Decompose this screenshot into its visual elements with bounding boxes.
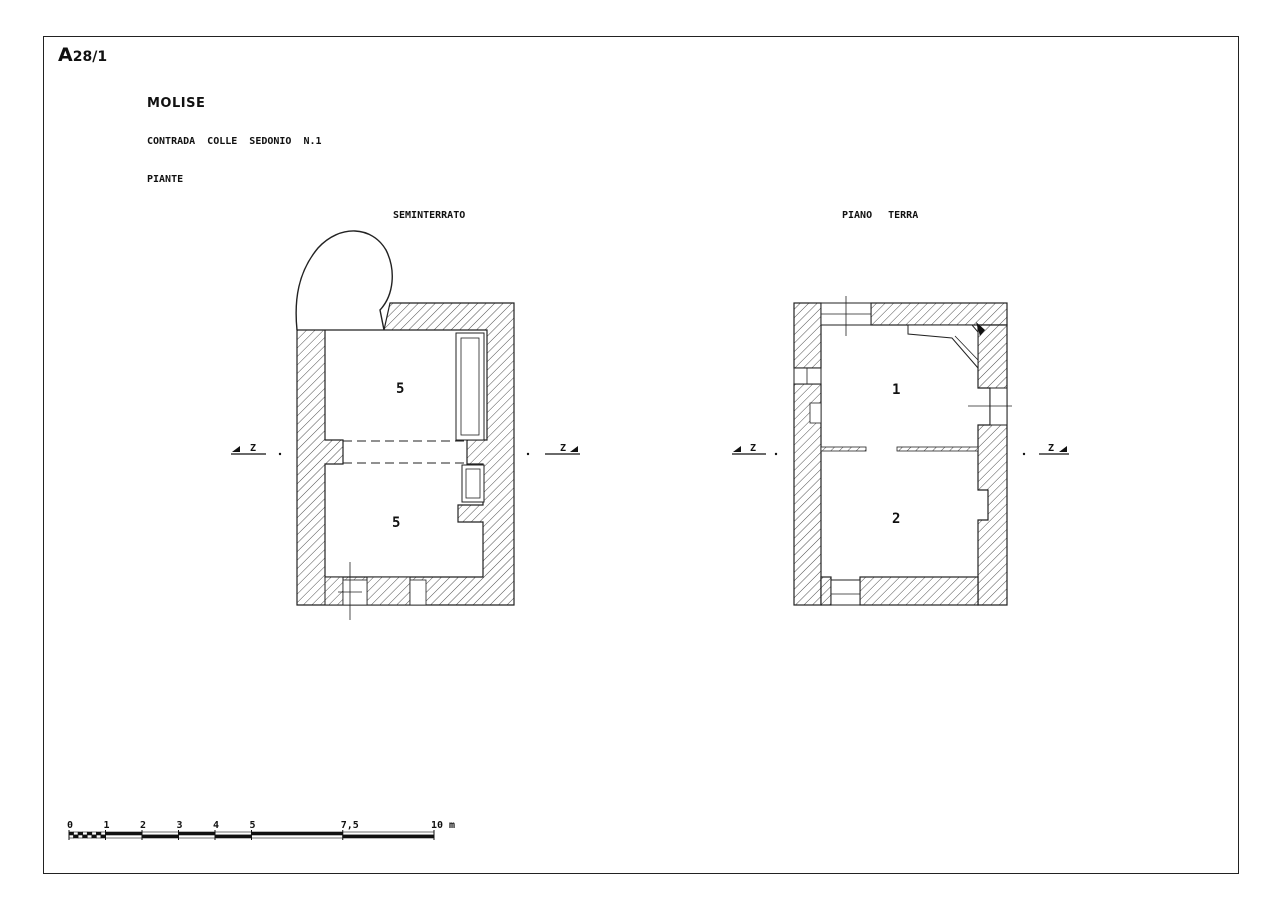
wall-piano-terra xyxy=(977,324,1008,606)
scale-segment xyxy=(96,831,102,836)
scale-bar: 0 1 2 3 4 5 7,5 10 m xyxy=(67,820,455,840)
scale-segment xyxy=(105,831,143,836)
scale-label: 4 xyxy=(213,820,219,831)
scale-segment xyxy=(251,834,344,839)
room-number: 2 xyxy=(892,511,900,527)
window xyxy=(989,387,1008,426)
scale-label: 0 xyxy=(67,820,73,831)
svg-text:Z: Z xyxy=(560,443,566,454)
door-gap xyxy=(409,579,427,606)
scale-segment xyxy=(86,831,93,836)
scale-label: 3 xyxy=(177,820,183,831)
niche xyxy=(461,464,485,503)
wall-piano-terra xyxy=(859,576,979,606)
scale-segment xyxy=(82,834,88,839)
door-gap xyxy=(342,579,368,606)
scale-segment xyxy=(91,834,97,839)
room-number: 1 xyxy=(892,382,900,398)
door-jamb xyxy=(324,576,344,606)
scale-segment xyxy=(178,834,216,839)
scale-segment xyxy=(91,831,97,836)
region-title: MOLISE xyxy=(147,96,206,111)
scale-label: 7,5 xyxy=(341,820,359,831)
niche xyxy=(465,468,481,499)
section-marker-left: Z xyxy=(231,443,282,456)
window xyxy=(793,367,822,385)
niche xyxy=(455,332,485,441)
scale-segment xyxy=(68,831,74,836)
address-line: CONTRADA COLLE SEDONIO N.1 xyxy=(147,136,322,147)
scale-segment xyxy=(141,831,179,836)
scale-segment xyxy=(100,834,106,839)
partition-wall xyxy=(820,446,867,452)
section-marker-right: Z xyxy=(1022,443,1069,456)
svg-text:Z: Z xyxy=(750,443,756,454)
scale-label: 10 m xyxy=(431,820,455,831)
niche xyxy=(460,337,480,436)
scale-segment xyxy=(105,834,143,839)
scale-segment xyxy=(77,834,83,839)
drawing-frame xyxy=(43,36,1239,874)
partition-wall xyxy=(896,446,979,452)
room-number: 5 xyxy=(392,515,400,531)
plan-title-piano-terra: PIANO TERRA xyxy=(842,210,919,221)
scale-segment xyxy=(342,831,435,836)
scale-label: 2 xyxy=(140,820,146,831)
svg-text:Z: Z xyxy=(250,443,256,454)
scale-segment xyxy=(73,834,79,839)
scale-label: 1 xyxy=(104,820,110,831)
scale-segment xyxy=(178,831,216,836)
section-marker-left: Z xyxy=(732,443,778,456)
scale-segment xyxy=(141,834,179,839)
wall-piano-terra xyxy=(793,302,822,369)
room-number: 5 xyxy=(396,381,404,397)
svg-text:Z: Z xyxy=(1048,443,1054,454)
scale-segment xyxy=(73,831,79,836)
scale-segment xyxy=(342,834,435,839)
scale-label: 5 xyxy=(250,820,256,831)
plan-piano-terra: 1 2 Z Z xyxy=(732,296,1069,606)
plan-seminterrato: 5 5 Z Z xyxy=(231,230,580,620)
plan-title-seminterrato: SEMINTERRATO xyxy=(393,210,466,221)
scale-segment xyxy=(251,831,344,836)
drawing-subject: PIANTE xyxy=(147,174,184,185)
scale-segment xyxy=(96,834,102,839)
wall-piano-terra xyxy=(870,302,1008,326)
scale-segment xyxy=(82,831,88,836)
door-jamb xyxy=(366,576,411,606)
cave-outline xyxy=(295,230,393,331)
niche xyxy=(809,402,822,424)
scale-segment xyxy=(68,834,74,839)
scale-segment xyxy=(77,831,83,836)
sheet-code: A28/1 xyxy=(58,44,108,66)
door-gap xyxy=(830,579,861,606)
fireplace xyxy=(907,324,979,370)
section-marker-right: Z xyxy=(526,443,580,456)
scale-segment xyxy=(100,831,106,836)
wall-piano-terra xyxy=(820,576,832,606)
scale-segment xyxy=(86,834,93,839)
scale-segment xyxy=(214,834,252,839)
scale-segment xyxy=(214,831,252,836)
